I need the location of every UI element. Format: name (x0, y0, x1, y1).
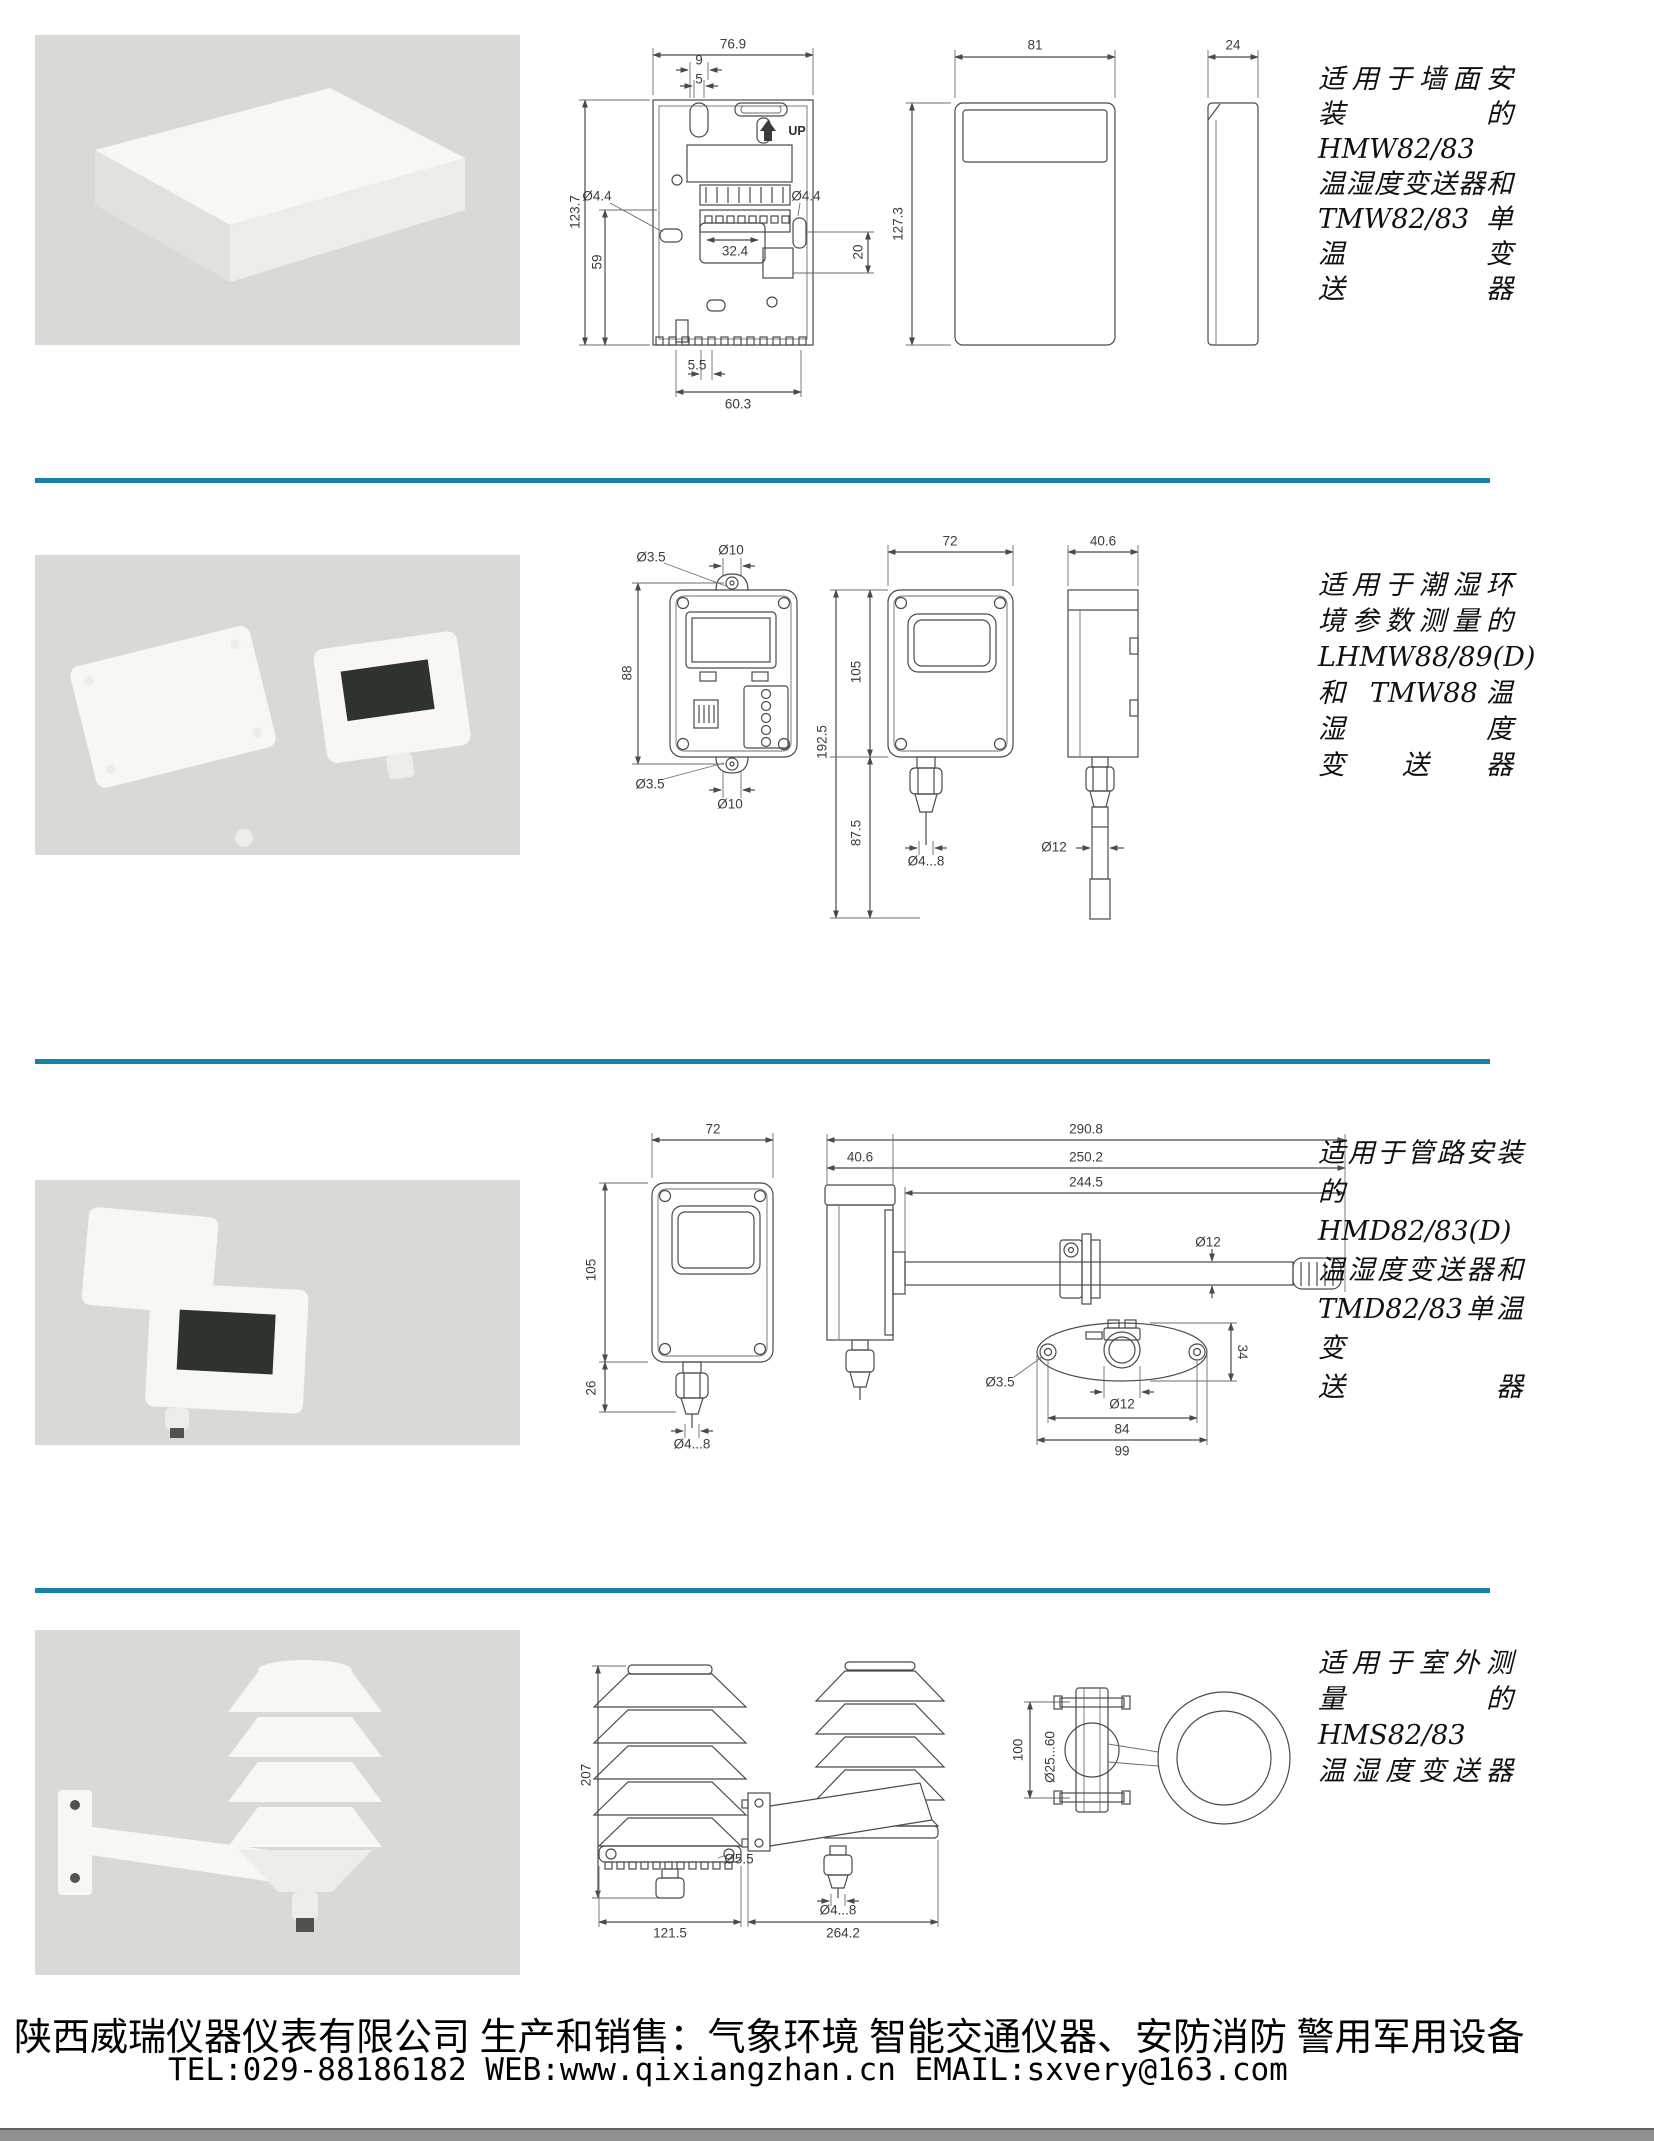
dim-label: 250.2 (1069, 1149, 1103, 1165)
description-line: 送器 (1318, 1372, 1523, 1403)
dim-label: Ø3.5 (636, 549, 666, 565)
description-line: 变送器 (1318, 750, 1513, 781)
description-line: 温湿度变送器 (1318, 1756, 1513, 1787)
dim-label: 84 (1114, 1421, 1130, 1437)
dim-label: Ø10 (717, 796, 743, 812)
dim-label: 88 (619, 665, 635, 681)
dim-label: Ø4...8 (819, 1902, 857, 1918)
drawing-s1-backplate (579, 48, 874, 397)
dim-label: 60.3 (724, 396, 752, 412)
dim-label: Ø5.5 (724, 1851, 754, 1867)
footer-contact-line: TEL:029-88186182 WEB:www.qixiangzhan.cn … (168, 2052, 1288, 2088)
dim-label: 81 (1027, 37, 1043, 53)
drawing-s2-back (632, 558, 798, 798)
dim-label: 5 (695, 71, 703, 87)
dim-label: 5.5 (687, 357, 707, 373)
dim-label: Ø25...60 (1042, 1731, 1058, 1783)
description-line: 和 TMW88温湿度 (1318, 678, 1513, 745)
dim-label: 123.7 (567, 195, 583, 229)
dim-label: 72 (705, 1121, 721, 1137)
drawing-s2-front (830, 545, 1014, 919)
dim-label: 87.5 (848, 819, 864, 847)
description-line: 适用于管路安装 (1318, 1138, 1523, 1169)
dim-label: 105 (848, 660, 864, 684)
dim-label: 100 (1010, 1738, 1026, 1762)
section-description: 适用于室外测 量的HMS82/83 温湿度变送器 (1318, 1646, 1513, 1790)
product-photo-outdoor-shield (35, 1630, 520, 1975)
description-line: TMW82/83单温变 (1318, 204, 1513, 270)
drawing-s4-clamp (1024, 1687, 1291, 1825)
description-line: 温湿度变送器和 (1318, 169, 1513, 200)
description-line: TMD82/83单温变 (1318, 1294, 1523, 1364)
dim-label: 76.9 (719, 36, 747, 52)
section-dividers (35, 478, 1490, 1593)
dim-label: 192.5 (814, 725, 830, 759)
dim-label: 121.5 (653, 1925, 687, 1941)
description-line: 量的HMS82/83 (1318, 1684, 1513, 1751)
divider (35, 478, 1490, 483)
dim-label: Ø12 (1041, 839, 1067, 855)
description-line: 温湿度变送器和 (1318, 1255, 1523, 1286)
drawing-s4-side (741, 1661, 946, 1927)
dim-label: 9 (695, 52, 703, 68)
drawing-s1-side (1207, 50, 1259, 346)
section-description: 适用于潮湿环 境参数测量的 LHMW88/89(D) 和 TMW88温湿度 变送… (1318, 568, 1536, 784)
dim-label: 105 (583, 1258, 599, 1282)
drawing-s4-front (592, 1664, 748, 1927)
dim-label: 40.6 (846, 1149, 874, 1165)
up-arrow-label: UP (788, 123, 806, 138)
dim-label: Ø4...8 (907, 853, 945, 869)
description-line: 适用于潮湿环 (1318, 570, 1513, 601)
dim-label: 40.6 (1089, 533, 1117, 549)
dim-label: Ø10 (718, 542, 744, 558)
dim-label: Ø4...8 (673, 1436, 711, 1452)
description-line: LHMW88/89(D) (1318, 642, 1536, 673)
dim-label: 290.8 (1069, 1121, 1103, 1137)
dim-label: 244.5 (1069, 1174, 1103, 1190)
dim-label: Ø3.5 (985, 1374, 1015, 1390)
product-photo-humid-transmitters (35, 555, 520, 855)
description-line: 送器 (1318, 274, 1513, 305)
product-photo-wall-transmitter (35, 35, 520, 345)
dim-label: 99 (1114, 1443, 1130, 1459)
dim-label: Ø12 (1109, 1396, 1135, 1412)
drawing-s2-side (1067, 545, 1139, 920)
dim-label: 34 (1234, 1344, 1250, 1360)
dim-label: 32.4 (721, 243, 749, 259)
dim-label: 26 (583, 1380, 599, 1396)
dim-label: Ø12 (1195, 1234, 1221, 1250)
footer-company-line: 陕西威瑞仪器仪表有限公司 生产和销售：气象环境 智能交通仪器、安防消防 警用军用… (14, 2017, 1525, 2059)
dim-label: 264.2 (826, 1925, 860, 1941)
dim-label: 24 (1225, 37, 1241, 53)
drawing-s3-front (599, 1133, 774, 1438)
dim-label: 207 (578, 1763, 594, 1787)
dim-label: 59 (589, 254, 605, 270)
description-line: 适用于墙面安 (1318, 64, 1513, 95)
description-line: 的HMD82/83(D) (1318, 1177, 1512, 1247)
section-description: 适用于管路安装 的HMD82/83(D) 温湿度变送器和 TMD82/83单温变… (1318, 1134, 1523, 1407)
product-photo-duct-transmitters (35, 1180, 520, 1445)
dim-label: 72 (942, 533, 958, 549)
drawing-s1-front (906, 50, 1116, 346)
dim-label: 20 (850, 244, 866, 260)
divider (35, 1588, 1490, 1593)
dim-label: 127.3 (890, 207, 906, 241)
dim-label: Ø4.4 (582, 188, 612, 204)
section-description: 适用于墙面安 装的HMW82/83 温湿度变送器和 TMW82/83单温变 送器 (1318, 62, 1513, 307)
drawing-s3-probe (824, 1134, 1346, 1445)
description-line: 适用于室外测 (1318, 1648, 1513, 1679)
divider (35, 1059, 1490, 1064)
window-bottom-edge (0, 2128, 1654, 2141)
description-line: 境参数测量的 (1318, 606, 1513, 637)
description-line: 装的HMW82/83 (1318, 99, 1513, 165)
dim-label: Ø4.4 (791, 188, 821, 204)
dim-label: Ø3.5 (635, 776, 665, 792)
